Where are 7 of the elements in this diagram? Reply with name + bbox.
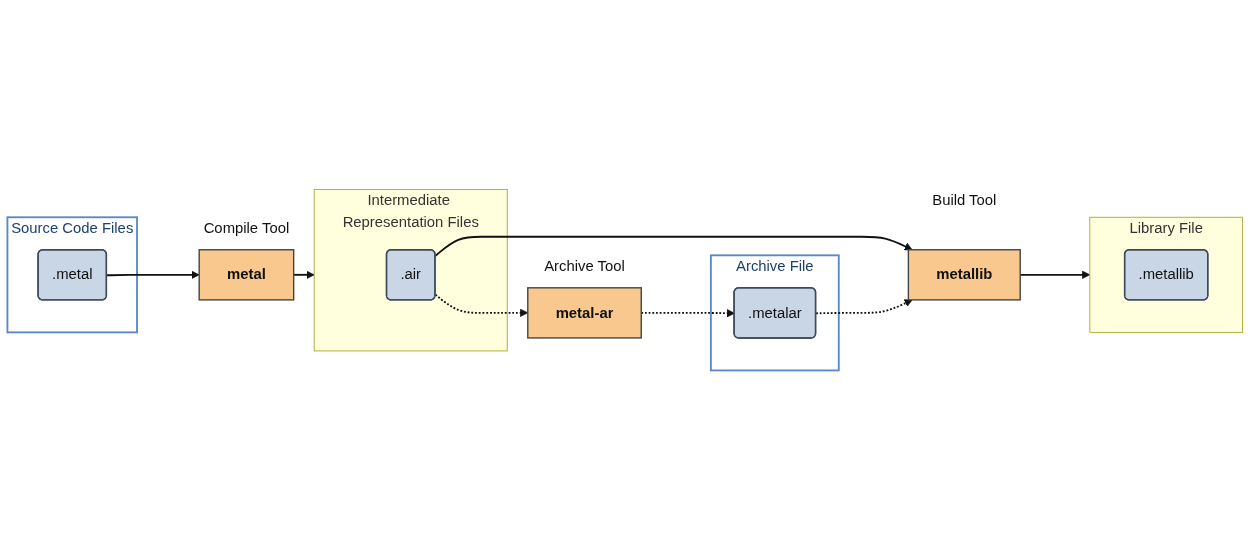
node-box: metallib [907,249,1021,301]
node-box: metal-ar [527,287,642,339]
node-box: metal [198,249,295,301]
arrow [434,235,913,257]
node-label: Compile Tool [203,220,290,236]
node-label: Build Tool [932,192,997,209]
node-label: Archive Tool [544,258,625,274]
